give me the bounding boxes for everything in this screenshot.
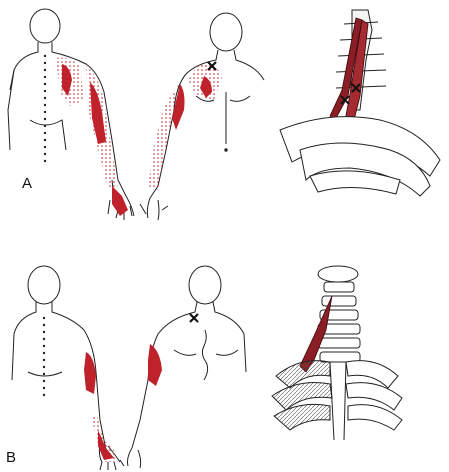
panel-a-front-pain-pattern [148, 63, 222, 190]
panel-b-trigger-point-x-icon [189, 313, 199, 323]
panel-a-anatomy [279, 9, 441, 197]
panel-a-back-spine [43, 54, 47, 163]
panel-a-back-figure [7, 8, 135, 220]
panel-b-front-figure [127, 265, 247, 469]
panel-b-back-pain-pattern [84, 352, 118, 462]
panel-b-front-pain-pattern [148, 344, 162, 386]
panel-a-front-figure [139, 12, 265, 221]
panel-b-back-figure [11, 265, 125, 471]
panel-label-a: A [22, 175, 33, 192]
panel-label-b: B [6, 449, 17, 466]
panel-b-anatomy [271, 265, 403, 441]
panel-a-trigger-point-x-icon [207, 61, 217, 71]
panel-a-back-pain-pattern [56, 57, 128, 216]
panel-b-back-spine [42, 316, 46, 397]
